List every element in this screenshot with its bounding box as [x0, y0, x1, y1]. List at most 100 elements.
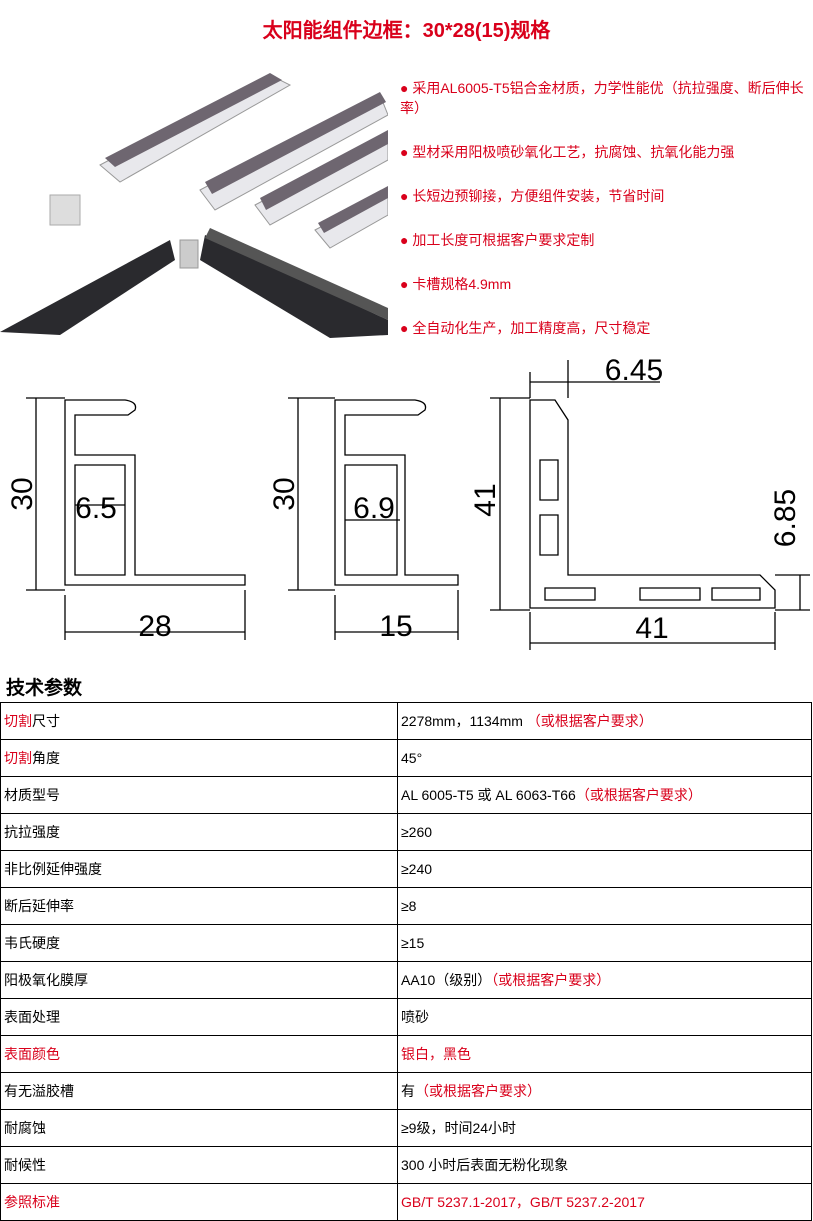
spec-value: 300 小时后表面无粉化现象 — [397, 1146, 812, 1184]
spec-value-text: ≥8 — [401, 898, 417, 914]
spec-label-text: 切割 — [4, 750, 32, 766]
dim-width: 15 — [379, 610, 412, 643]
spec-label: 韦氏硬度 — [0, 924, 398, 962]
spec-value-text: 2278mm，1134mm — [401, 713, 527, 729]
black-frame-corner — [0, 228, 388, 338]
spec-value: 有（或根据客户要求） — [397, 1072, 812, 1110]
spec-label-text: 断后延伸率 — [4, 898, 74, 914]
spec-label-text: 阳极氧化膜厚 — [4, 972, 88, 988]
spec-label: 有无溢胶槽 — [0, 1072, 398, 1110]
spec-value-text: AL 6005-T5 或 AL 6063-T66 — [401, 787, 576, 803]
spec-label-text: 耐腐蚀 — [4, 1120, 46, 1136]
spec-label: 参照标准 — [0, 1183, 398, 1221]
spec-value-text: 有 — [401, 1083, 415, 1099]
profile-30x15: 30 6.9 15 — [268, 397, 459, 643]
spec-label-text: 韦氏硬度 — [4, 935, 60, 951]
profile-30x28: 30 6.5 28 — [6, 397, 246, 643]
spec-label: 切割尺寸 — [0, 702, 398, 740]
spec-value: ≥260 — [397, 813, 812, 851]
spec-label: 表面处理 — [0, 998, 398, 1036]
spec-value: 喷砂 — [397, 998, 812, 1036]
table-row: 有无溢胶槽 有（或根据客户要求） — [0, 1072, 812, 1110]
feature-item: ● 采用AL6005-T5铝合金材质，力学性能优（抗拉强度、断后伸长率） — [400, 80, 804, 116]
spec-value-text: ≥260 — [401, 824, 433, 840]
table-row: 阳极氧化膜厚 AA10（级别）（或根据客户要求） — [0, 961, 812, 999]
spec-value: AA10（级别）（或根据客户要求） — [397, 961, 812, 999]
spec-label-text: 尺寸 — [32, 713, 60, 729]
spec-label: 耐腐蚀 — [0, 1109, 398, 1147]
spec-value-text: 45° — [401, 750, 423, 766]
spec-value-text: （或根据客户要求） — [491, 972, 611, 988]
spec-value-text: ≥15 — [401, 935, 425, 951]
spec-value-text: GB/T 5237.1-2017，GB/T 5237.2-2017 — [401, 1194, 645, 1210]
feature-item: ● 加工长度可根据客户要求定制 — [400, 232, 595, 248]
table-row: 抗拉强度 ≥260 — [0, 813, 812, 851]
table-row: 耐候性 300 小时后表面无粉化现象 — [0, 1146, 812, 1184]
dim-slot: 6.5 — [75, 492, 117, 525]
spec-value: ≥9级，时间24小时 — [397, 1109, 812, 1147]
table-row: 表面处理 喷砂 — [0, 998, 812, 1036]
spec-label: 断后延伸率 — [0, 887, 398, 925]
table-row: 材质型号 AL 6005-T5 或 AL 6063-T66（或根据客户要求） — [0, 776, 812, 814]
table-row: 参照标准 GB/T 5237.1-2017，GB/T 5237.2-2017 — [0, 1183, 812, 1221]
spec-value: 2278mm，1134mm （或根据客户要求） — [397, 702, 812, 740]
spec-value: ≥15 — [397, 924, 812, 962]
table-row: 韦氏硬度 ≥15 — [0, 924, 812, 962]
spec-label: 耐候性 — [0, 1146, 398, 1184]
dim-width: 41 — [635, 612, 668, 645]
profile-41x41: 41 6.45 6.85 41 — [469, 355, 810, 650]
spec-value-text: ≥240 — [401, 861, 433, 877]
spec-label-text: 非比例延伸强度 — [4, 861, 102, 877]
spec-label-text: 抗拉强度 — [4, 824, 60, 840]
section-title: 技术参数 — [6, 678, 83, 699]
spec-value: ≥240 — [397, 850, 812, 888]
feature-item: ● 长短边预铆接，方便组件安装，节省时间 — [400, 188, 665, 204]
spec-label: 切割角度 — [0, 739, 398, 777]
spec-value-text: 喷砂 — [401, 1009, 429, 1025]
dim-slot: 6.9 — [353, 492, 395, 525]
dim-height: 30 — [6, 477, 39, 510]
table-row: 表面颜色 银白，黑色 — [0, 1035, 812, 1073]
spec-value-text: （或根据客户要求） — [526, 713, 653, 729]
spec-label: 非比例延伸强度 — [0, 850, 398, 888]
page-title: 太阳能组件边框：30*28(15)规格 — [262, 20, 551, 42]
dim-top: 6.45 — [605, 355, 663, 387]
spec-label-text: 有无溢胶槽 — [4, 1083, 74, 1099]
spec-value-text: （或根据客户要求） — [575, 787, 702, 803]
spec-label-text: 材质型号 — [4, 787, 60, 803]
spec-value: 45° — [397, 739, 812, 777]
spec-value-text: 银白，黑色 — [401, 1046, 471, 1062]
dim-height: 41 — [469, 483, 502, 516]
spec-label-text: 角度 — [32, 750, 60, 766]
spec-value-text: 300 小时后表面无粉化现象 — [401, 1157, 569, 1173]
spec-label: 表面颜色 — [0, 1035, 398, 1073]
spec-label-text: 表面颜色 — [4, 1046, 60, 1062]
feature-item: ● 卡槽规格4.9mm — [400, 276, 512, 292]
spec-value: GB/T 5237.1-2017，GB/T 5237.2-2017 — [397, 1183, 812, 1221]
dim-side: 6.85 — [769, 489, 802, 547]
spec-label-text: 切割 — [4, 713, 32, 729]
dim-height: 30 — [268, 477, 301, 510]
spec-value-text: ≥9级，时间24小时 — [401, 1120, 517, 1136]
feature-item: ● 型材采用阳极喷砂氧化工艺，抗腐蚀、抗氧化能力强 — [400, 144, 735, 160]
table-row: 非比例延伸强度 ≥240 — [0, 850, 812, 888]
spec-value: 银白，黑色 — [397, 1035, 812, 1073]
feature-list: ● 采用AL6005-T5铝合金材质，力学性能优（抗拉强度、断后伸长率） ● 型… — [400, 78, 810, 362]
spec-value: AL 6005-T5 或 AL 6063-T66（或根据客户要求） — [397, 776, 812, 814]
spec-value-text: （或根据客户要求） — [415, 1083, 541, 1099]
profile-drawings: 30 6.5 28 30 6.9 15 41 6.45 6.85 41 — [6, 355, 810, 650]
spec-label: 阳极氧化膜厚 — [0, 961, 398, 999]
dim-width: 28 — [138, 610, 171, 643]
product-photo — [0, 73, 388, 338]
spec-label: 抗拉强度 — [0, 813, 398, 851]
spec-label: 材质型号 — [0, 776, 398, 814]
spec-label-text: 耐候性 — [4, 1157, 46, 1173]
spec-value: ≥8 — [397, 887, 812, 925]
silver-profile-bars — [49, 73, 388, 269]
spec-label-text: 参照标准 — [4, 1194, 60, 1210]
table-row: 断后延伸率 ≥8 — [0, 887, 812, 925]
spec-label-text: 表面处理 — [4, 1009, 60, 1025]
